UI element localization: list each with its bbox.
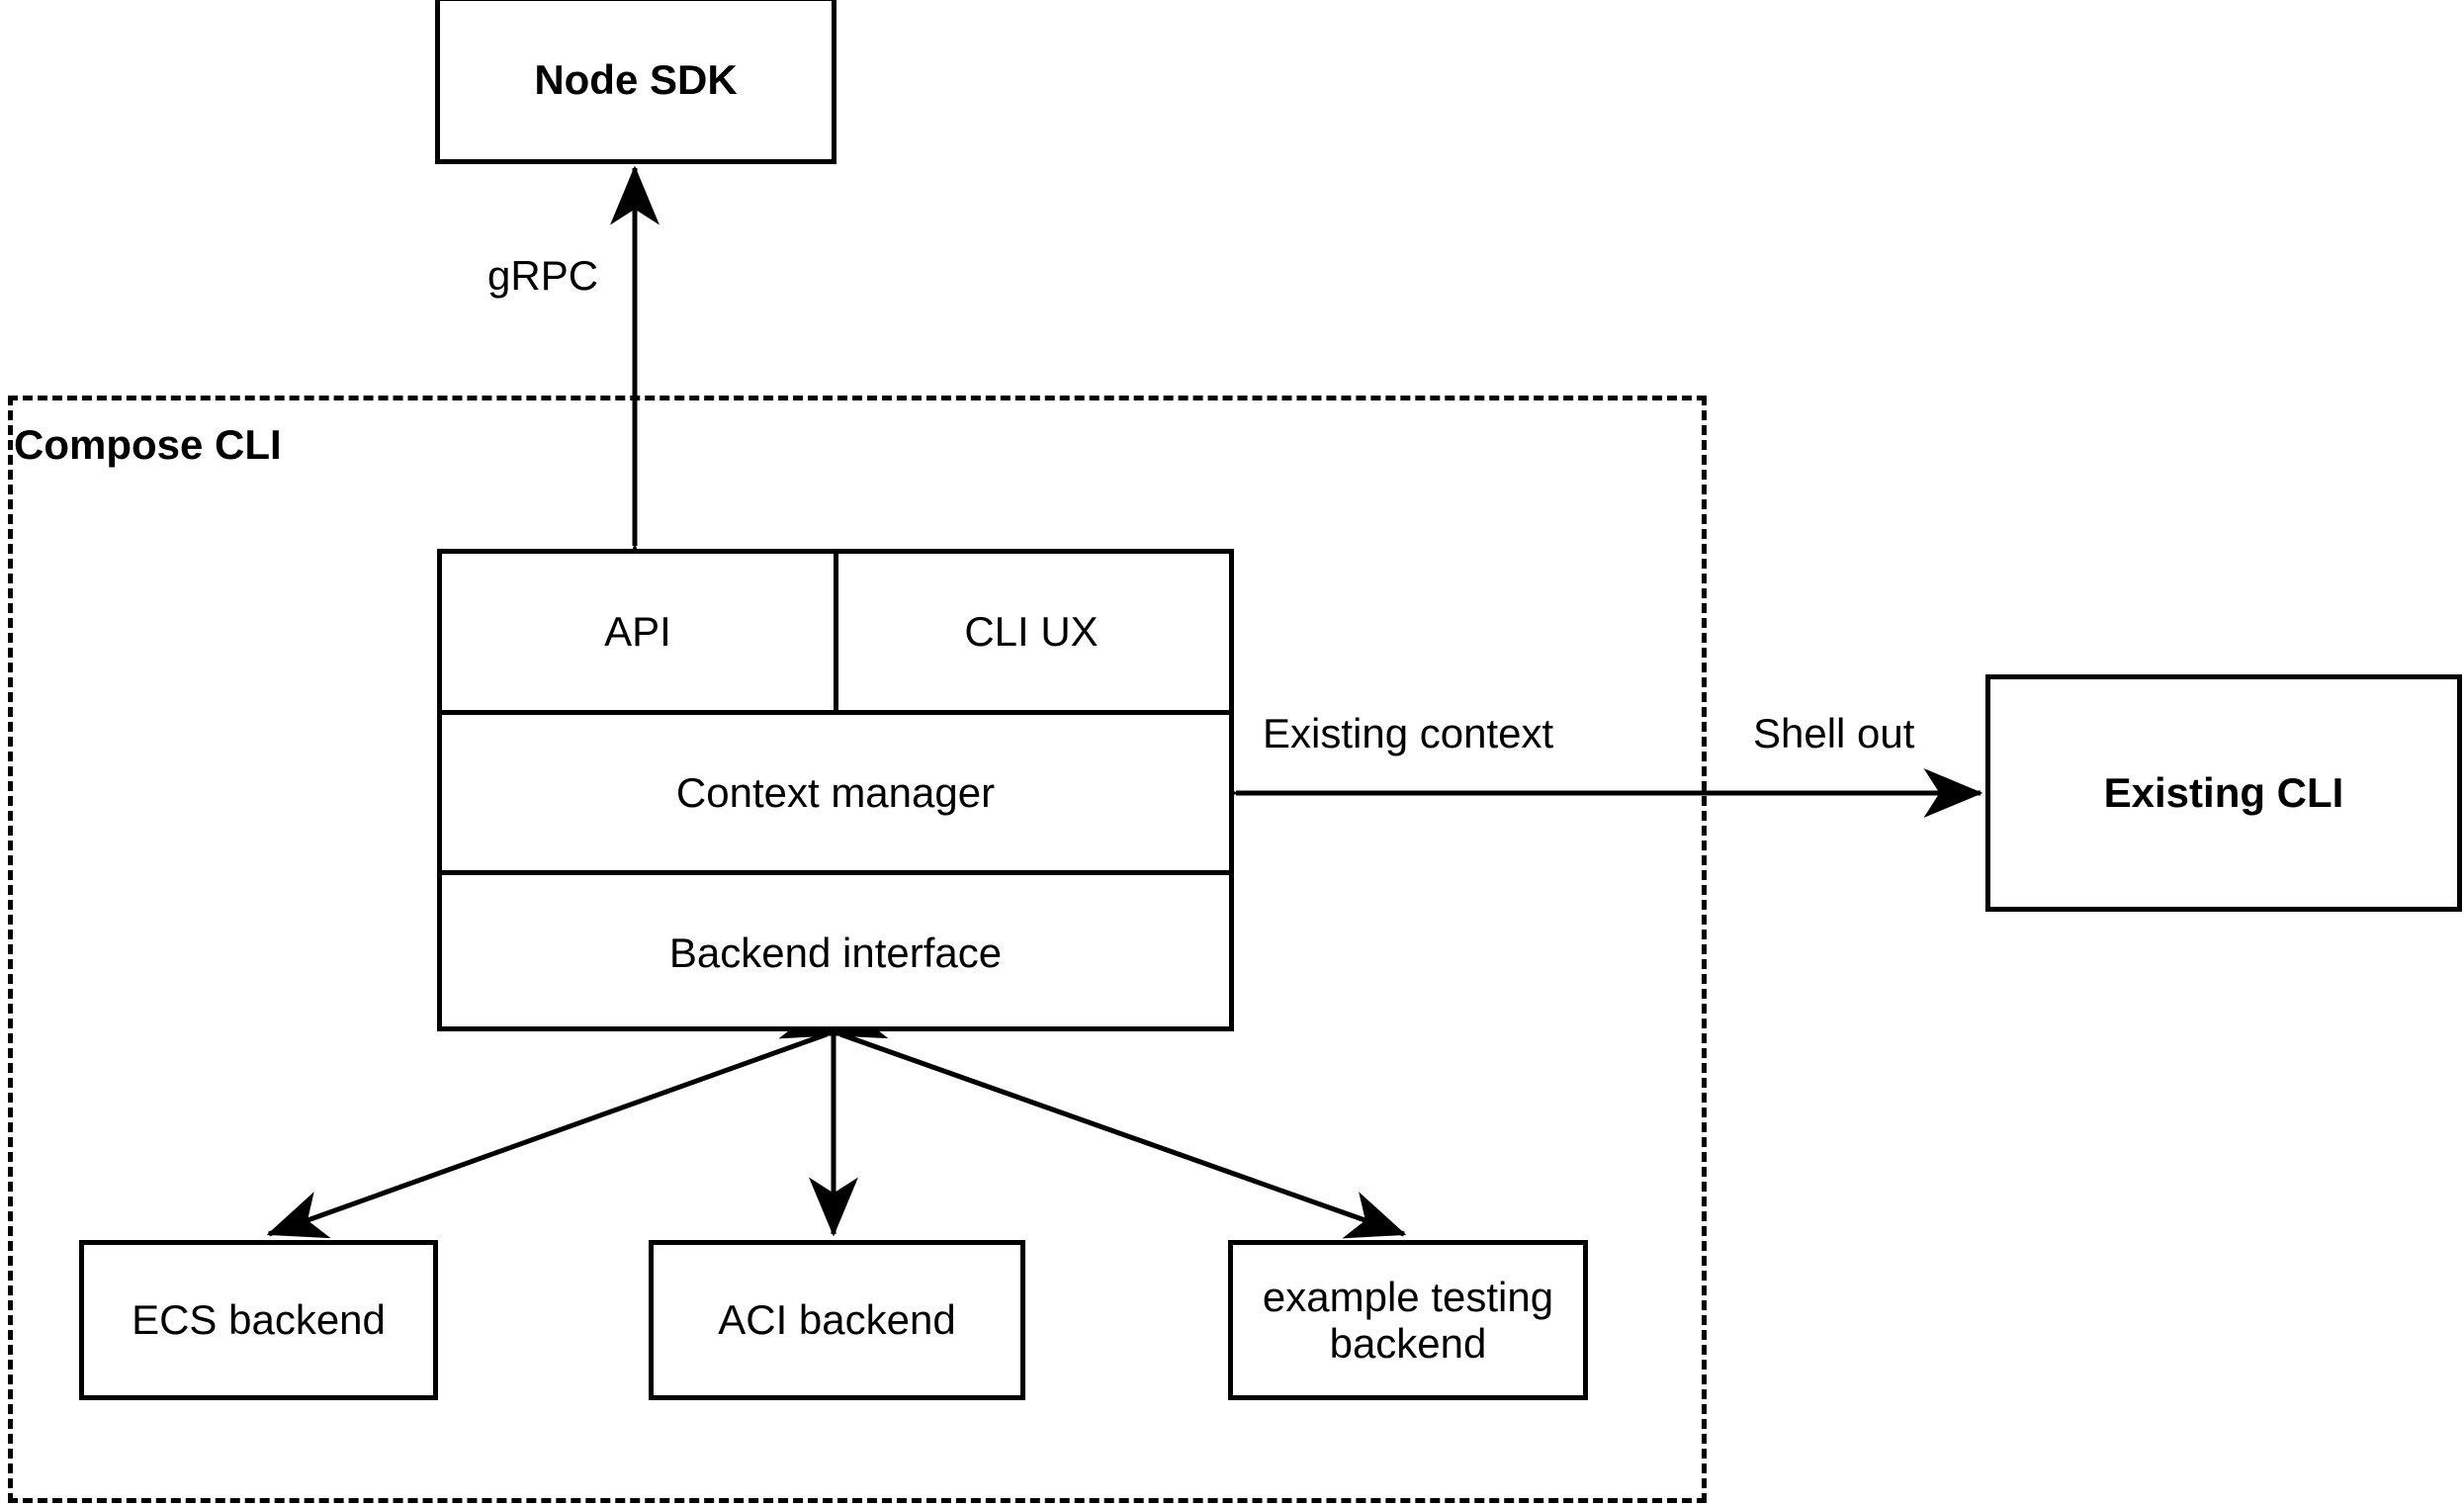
grpc-edge-label: gRPC bbox=[487, 252, 599, 299]
ecs-backend-box[interactable]: ECS backend bbox=[79, 1240, 438, 1400]
context-manager-label: Context manager bbox=[675, 768, 996, 816]
edge-ecs-backend bbox=[266, 992, 889, 1239]
compose-cli-group-title: Compose CLI bbox=[14, 421, 282, 468]
edge-example-testing-backend bbox=[778, 992, 1407, 1239]
stack-row-api-cliux: API CLI UX bbox=[442, 554, 1229, 710]
stack-divider-vertical bbox=[834, 554, 838, 710]
stack-divider-row1 bbox=[437, 710, 1234, 715]
api-label: API bbox=[604, 608, 671, 655]
existing-context-edge-label: Existing context bbox=[1263, 710, 1554, 756]
compose-cli-group-boundary bbox=[8, 396, 1707, 1503]
stack-row-context-manager[interactable]: Context manager bbox=[442, 715, 1229, 870]
stack-cell-api[interactable]: API bbox=[442, 554, 834, 710]
compose-cli-stack-box bbox=[437, 549, 1234, 1031]
stack-cell-cli-ux[interactable]: CLI UX bbox=[834, 554, 1229, 710]
stack-row-backend-interface[interactable]: Backend interface bbox=[442, 875, 1229, 1031]
backend-interface-label: Backend interface bbox=[668, 930, 1003, 976]
aci-backend-label: ACI backend bbox=[718, 1296, 956, 1344]
aci-backend-box[interactable]: ACI backend bbox=[649, 1240, 1025, 1400]
ecs-backend-label: ECS backend bbox=[132, 1296, 386, 1344]
node-sdk-label: Node SDK bbox=[534, 56, 738, 104]
cli-ux-label: CLI UX bbox=[964, 608, 1099, 655]
example-testing-backend-box[interactable]: example testing backend bbox=[1228, 1240, 1588, 1400]
existing-cli-label: Existing CLI bbox=[2103, 769, 2344, 817]
node-sdk-box[interactable]: Node SDK bbox=[435, 0, 836, 164]
stack-divider-row2 bbox=[437, 870, 1234, 875]
shell-out-edge-label: Shell out bbox=[1753, 710, 1915, 756]
example-testing-backend-label-line2: backend bbox=[1329, 1320, 1487, 1367]
existing-cli-box[interactable]: Existing CLI bbox=[1985, 674, 2462, 912]
example-testing-backend-label-line1: example testing bbox=[1262, 1273, 1554, 1320]
